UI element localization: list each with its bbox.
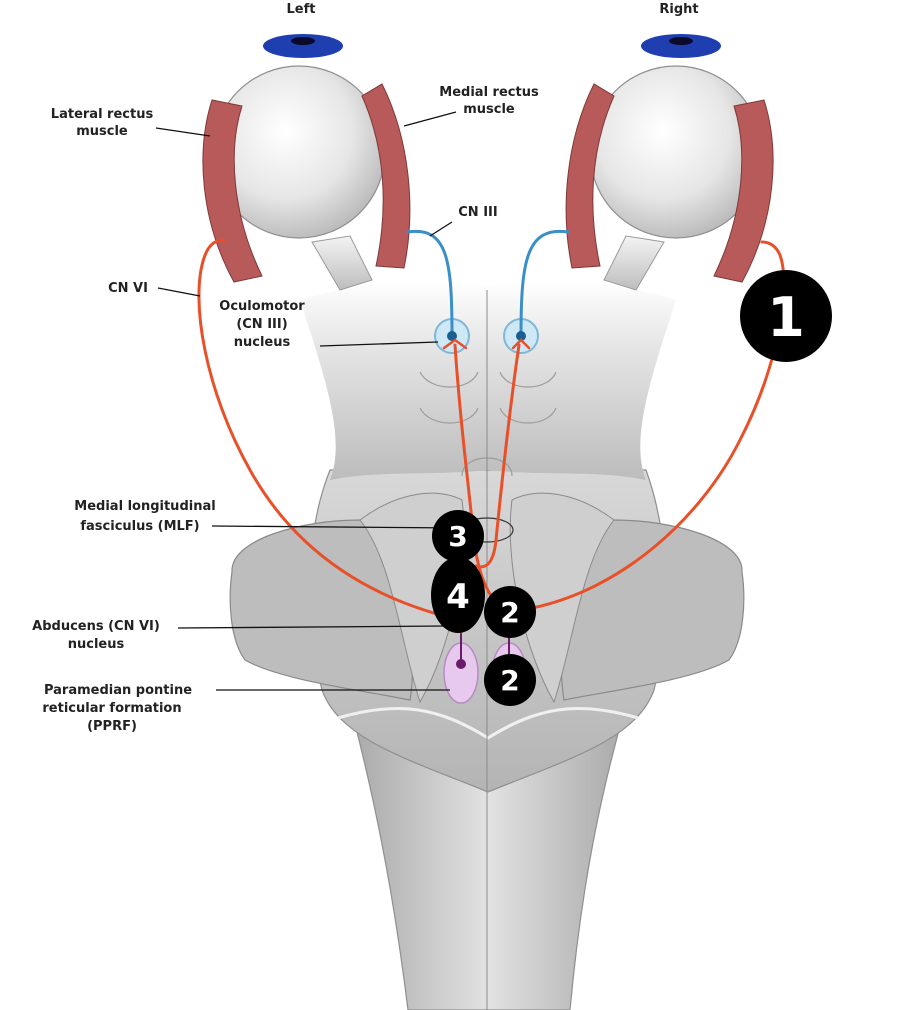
left-pupil <box>291 37 315 45</box>
left-cn3-dot <box>447 331 457 341</box>
label-oculomotor-line1: Oculomotor <box>219 299 305 314</box>
labels: Left Right Lateral rectus muscle Medial … <box>32 2 698 734</box>
left-fork <box>442 338 468 350</box>
superior-colliculi <box>419 371 557 388</box>
heading-left: Left <box>287 2 316 17</box>
left-optic-nerve-stump <box>311 235 373 291</box>
leader-lateral-rectus <box>155 127 211 137</box>
svg-text:1: 1 <box>767 286 805 349</box>
label-cn3: CN III <box>458 205 497 220</box>
label-pprf-line3: (PPRF) <box>87 719 137 734</box>
brainstem <box>229 280 745 1010</box>
markers: 1 3 4 2 2 <box>431 270 832 706</box>
right-fork <box>511 338 531 350</box>
right-optic-nerve-stump <box>603 235 665 291</box>
svg-text:2: 2 <box>500 664 519 697</box>
left-cn3-nerve <box>406 229 454 338</box>
label-cn6: CN VI <box>108 281 148 296</box>
right-peduncle-inner <box>509 492 615 704</box>
label-lateral-rectus-line1: Lateral rectus <box>51 107 154 122</box>
label-mlf-line1: Medial longitudinal <box>74 499 215 514</box>
label-mlf-line2: fasciculus (MLF) <box>80 519 199 534</box>
leader-cn6 <box>157 287 201 297</box>
right-lateral-rectus <box>713 99 774 283</box>
medulla <box>351 711 625 1010</box>
label-abducens-line2: nucleus <box>68 637 125 652</box>
right-cn3-nerve <box>519 229 570 338</box>
svg-text:3: 3 <box>448 520 467 553</box>
label-lateral-rectus-line2: muscle <box>76 124 128 139</box>
label-oculomotor-line2: (CN III) <box>236 317 287 332</box>
right-peduncle <box>560 519 745 701</box>
right-mlf-fibre <box>474 343 521 569</box>
right-iris <box>641 34 721 58</box>
leader-abducens <box>177 625 447 629</box>
marker-4: 4 <box>431 557 485 633</box>
leader-mlf <box>211 525 463 529</box>
inferior-colliculi <box>419 407 557 424</box>
label-abducens-line1: Abducens (CN VI) <box>32 619 160 634</box>
pontomedullary-groove <box>337 707 639 740</box>
leader-medial-rectus <box>403 111 457 127</box>
label-medial-rectus-line2: muscle <box>463 102 515 117</box>
leader-lines <box>155 111 463 691</box>
label-pprf-line2: reticular formation <box>42 701 181 716</box>
heading-right: Right <box>659 2 698 17</box>
svg-text:4: 4 <box>446 577 470 617</box>
right-medial-rectus <box>565 83 615 269</box>
marker-2-lower: 2 <box>484 654 536 706</box>
marker-1: 1 <box>740 270 832 362</box>
midbrain <box>300 280 676 480</box>
left-iris <box>263 34 343 58</box>
right-cn3-dot <box>516 331 526 341</box>
left-eye <box>202 34 411 291</box>
marker-3: 3 <box>432 510 484 562</box>
left-cn6-nerve <box>197 238 454 620</box>
leader-oculomotor <box>319 341 439 347</box>
left-lateral-rectus <box>202 99 263 283</box>
label-medial-rectus-line1: Medial rectus <box>439 85 539 100</box>
label-oculomotor-line3: nucleus <box>234 335 291 350</box>
right-pupil <box>669 37 693 45</box>
right-eye <box>565 34 774 291</box>
left-pprf-dot <box>456 659 466 669</box>
right-cn6-nerve <box>530 240 786 610</box>
left-medial-rectus <box>361 83 411 269</box>
svg-text:2: 2 <box>500 596 519 629</box>
marker-2-upper: 2 <box>484 586 536 638</box>
leader-cn3 <box>429 221 453 237</box>
left-peduncle <box>229 519 414 701</box>
label-pprf-line1: Paramedian pontine <box>44 683 192 698</box>
